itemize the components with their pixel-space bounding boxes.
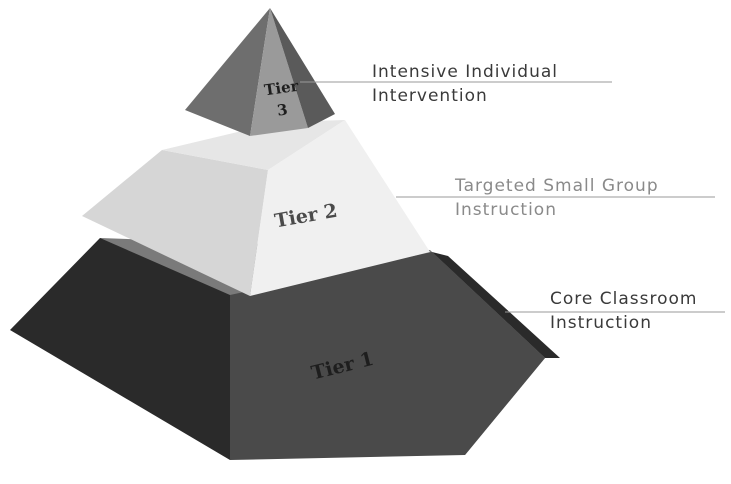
tier-1-left-face	[10, 238, 230, 460]
tier-2-description-line-2: Instruction	[455, 200, 557, 220]
tier-3-label-line-1: Tier	[263, 77, 301, 100]
tier-2-description: Targeted Small Group Instruction	[455, 174, 659, 222]
tier-1-front-face	[230, 252, 545, 460]
tier-3-front-face	[250, 8, 308, 136]
tier-2-front-face	[250, 120, 430, 296]
tier-2-left-face	[82, 150, 268, 296]
tier-1-description-line-2: Instruction	[550, 313, 652, 333]
tier-3-description-line-1: Intensive Individual	[372, 62, 558, 82]
tier-3-description: Intensive Individual Intervention	[372, 60, 558, 108]
tier-3-left-face	[185, 8, 270, 136]
tier-1-description-line-1: Core Classroom	[550, 289, 698, 309]
tier-1-block: Tier 1	[10, 238, 560, 460]
tier-3-block: Tier 3	[185, 8, 335, 136]
tier-2-block: Tier 2	[82, 120, 430, 296]
tier-3-description-line-2: Intervention	[372, 86, 488, 106]
tier-3-right-face	[270, 8, 335, 128]
tier-2-description-line-1: Targeted Small Group	[455, 176, 659, 196]
tier-1-description: Core Classroom Instruction	[550, 287, 697, 335]
tier-3-label-line-2: 3	[276, 100, 289, 119]
tier-1-right-edge	[432, 252, 560, 358]
tier-2-top-face	[162, 120, 345, 170]
